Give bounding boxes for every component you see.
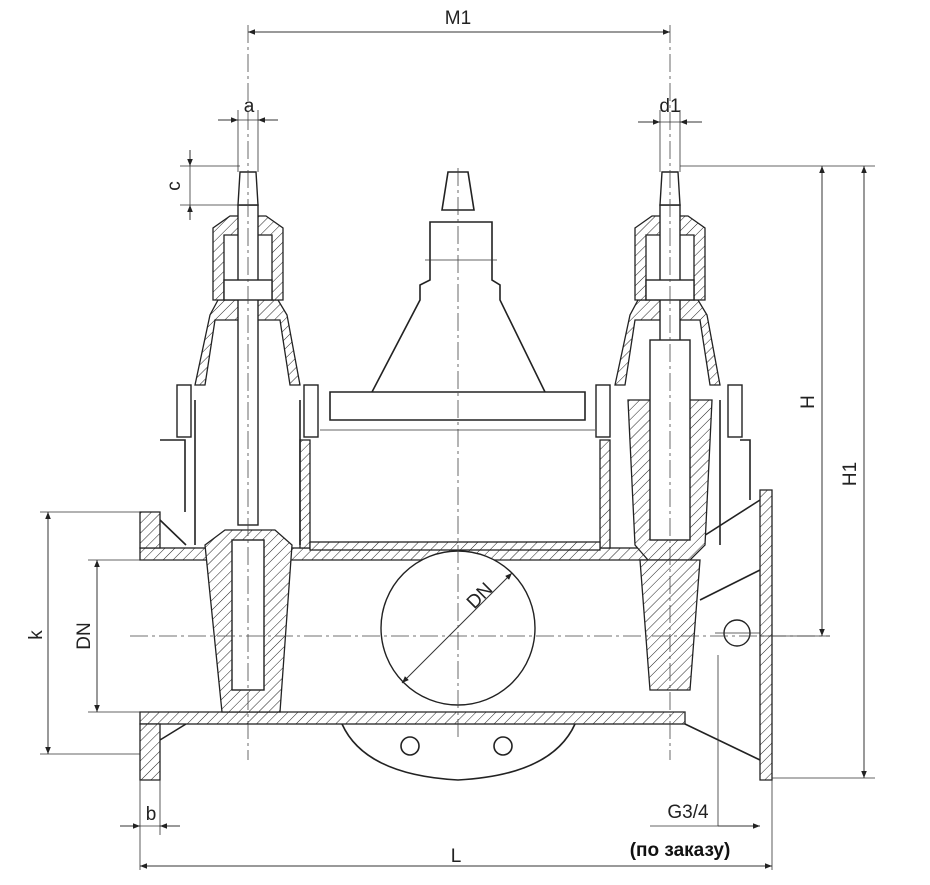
right-bolt-b [727,384,743,438]
left-gate-assembly [160,171,319,713]
label-h: H [798,395,819,409]
left-bonnet-body [160,400,301,545]
right-lower-wedge [639,559,701,691]
bottom-bowl [341,723,576,781]
label-on-request: (по заказу) [630,840,731,861]
right-stem-cap [659,171,681,206]
label-k: k [26,630,47,640]
label-c: c [164,181,185,191]
label-m1: M1 [445,8,471,29]
center-dome [371,221,546,393]
label-l: L [451,846,462,867]
label-a: a [244,96,255,117]
bolt-hole-right [493,736,513,756]
chamber-floor [309,541,601,551]
right-bonnet-body [719,400,751,545]
chamber-lid [329,391,586,421]
dn-circle-dim [401,572,513,684]
left-flange-neck [159,519,187,741]
left-stem-cap [237,171,259,206]
dimension-lines [40,29,875,870]
right-flange [759,489,773,781]
right-gate-assembly [595,171,751,691]
left-bolt-b [303,384,319,438]
bolt-hole-left [400,736,420,756]
body-bottom-wall [139,711,686,725]
center-dome-cap [441,171,475,211]
label-g34: G3/4 [667,802,709,823]
label-b: b [146,804,157,825]
left-bolt-a [176,384,192,438]
label-dn-vertical: DN [74,622,95,649]
label-d1: d1 [659,96,680,117]
label-h1: H1 [840,462,861,486]
central-chamber [299,439,611,549]
right-bolt-a [595,384,611,438]
center-lines [130,25,830,760]
